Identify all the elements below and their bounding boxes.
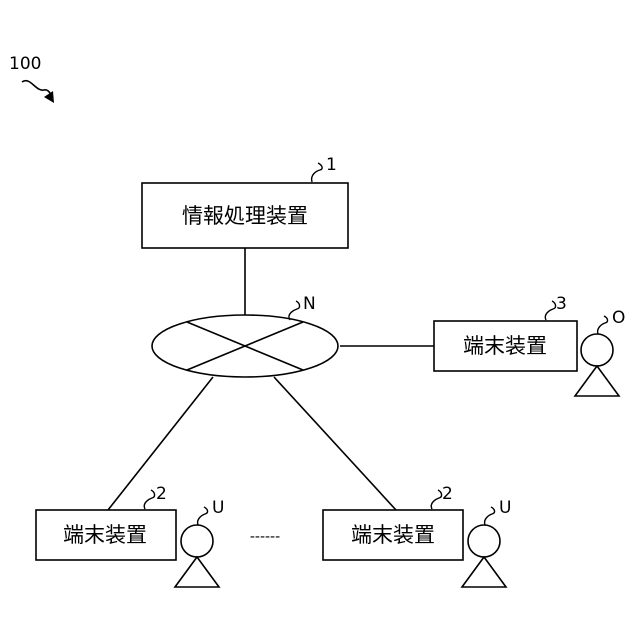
operator-person-head (581, 334, 613, 366)
operator-terminal-label: 端末装置 (463, 334, 547, 358)
left-terminal-ref: 2 (156, 484, 167, 504)
figure-ref-arrow (22, 81, 52, 96)
left-user-person-ref: U (212, 498, 224, 518)
operator-person-ref: O (612, 308, 625, 328)
right-user-person-body (462, 557, 506, 587)
link-network-to-right-terminal (274, 377, 396, 510)
right-user-person-ref: U (499, 498, 511, 518)
network-ref: N (303, 294, 316, 314)
figure-ref-number: 100 (9, 54, 41, 74)
left-user-person-head (181, 525, 213, 557)
right-terminal-label: 端末装置 (351, 523, 435, 547)
info-processing-device-label: 情報処理装置 (182, 204, 308, 228)
left-terminal-ref-leader (144, 490, 154, 509)
left-user-person-body (175, 557, 219, 587)
network-ref-leader (289, 301, 300, 320)
more-terminals-ellipsis: ------ (250, 529, 280, 545)
operator-person-ref-leader (598, 316, 608, 334)
left-user-person-ref-leader (198, 507, 208, 525)
right-user-person-ref-leader (485, 507, 495, 525)
operator-terminal-ref-leader (545, 301, 555, 320)
info-processing-device-ref-leader (312, 163, 323, 182)
right-user-person-head (468, 525, 500, 557)
right-terminal-ref: 2 (442, 484, 453, 504)
right-terminal-ref-leader (431, 490, 441, 509)
info-processing-device-ref: 1 (326, 155, 337, 175)
operator-person-body (575, 366, 619, 396)
left-terminal-label: 端末装置 (63, 523, 147, 547)
operator-terminal-ref: 3 (556, 294, 567, 314)
